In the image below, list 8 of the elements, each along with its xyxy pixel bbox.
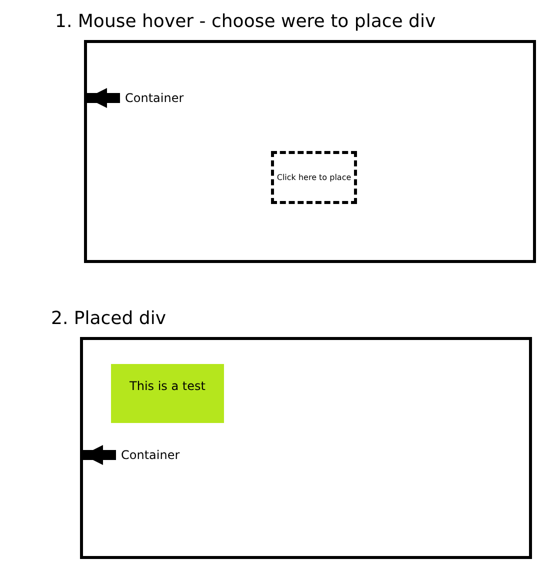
section-heading: 2. Placed div	[51, 308, 166, 329]
section-heading: 1. Mouse hover - choose were to place div	[55, 11, 436, 32]
arrow	[83, 445, 116, 465]
placed-div-box: This is a test	[111, 364, 224, 423]
callout-label: Container	[125, 91, 184, 105]
arrow	[87, 88, 120, 108]
placement-box: Click here to place	[271, 151, 357, 204]
callout-label: Container	[121, 448, 180, 462]
